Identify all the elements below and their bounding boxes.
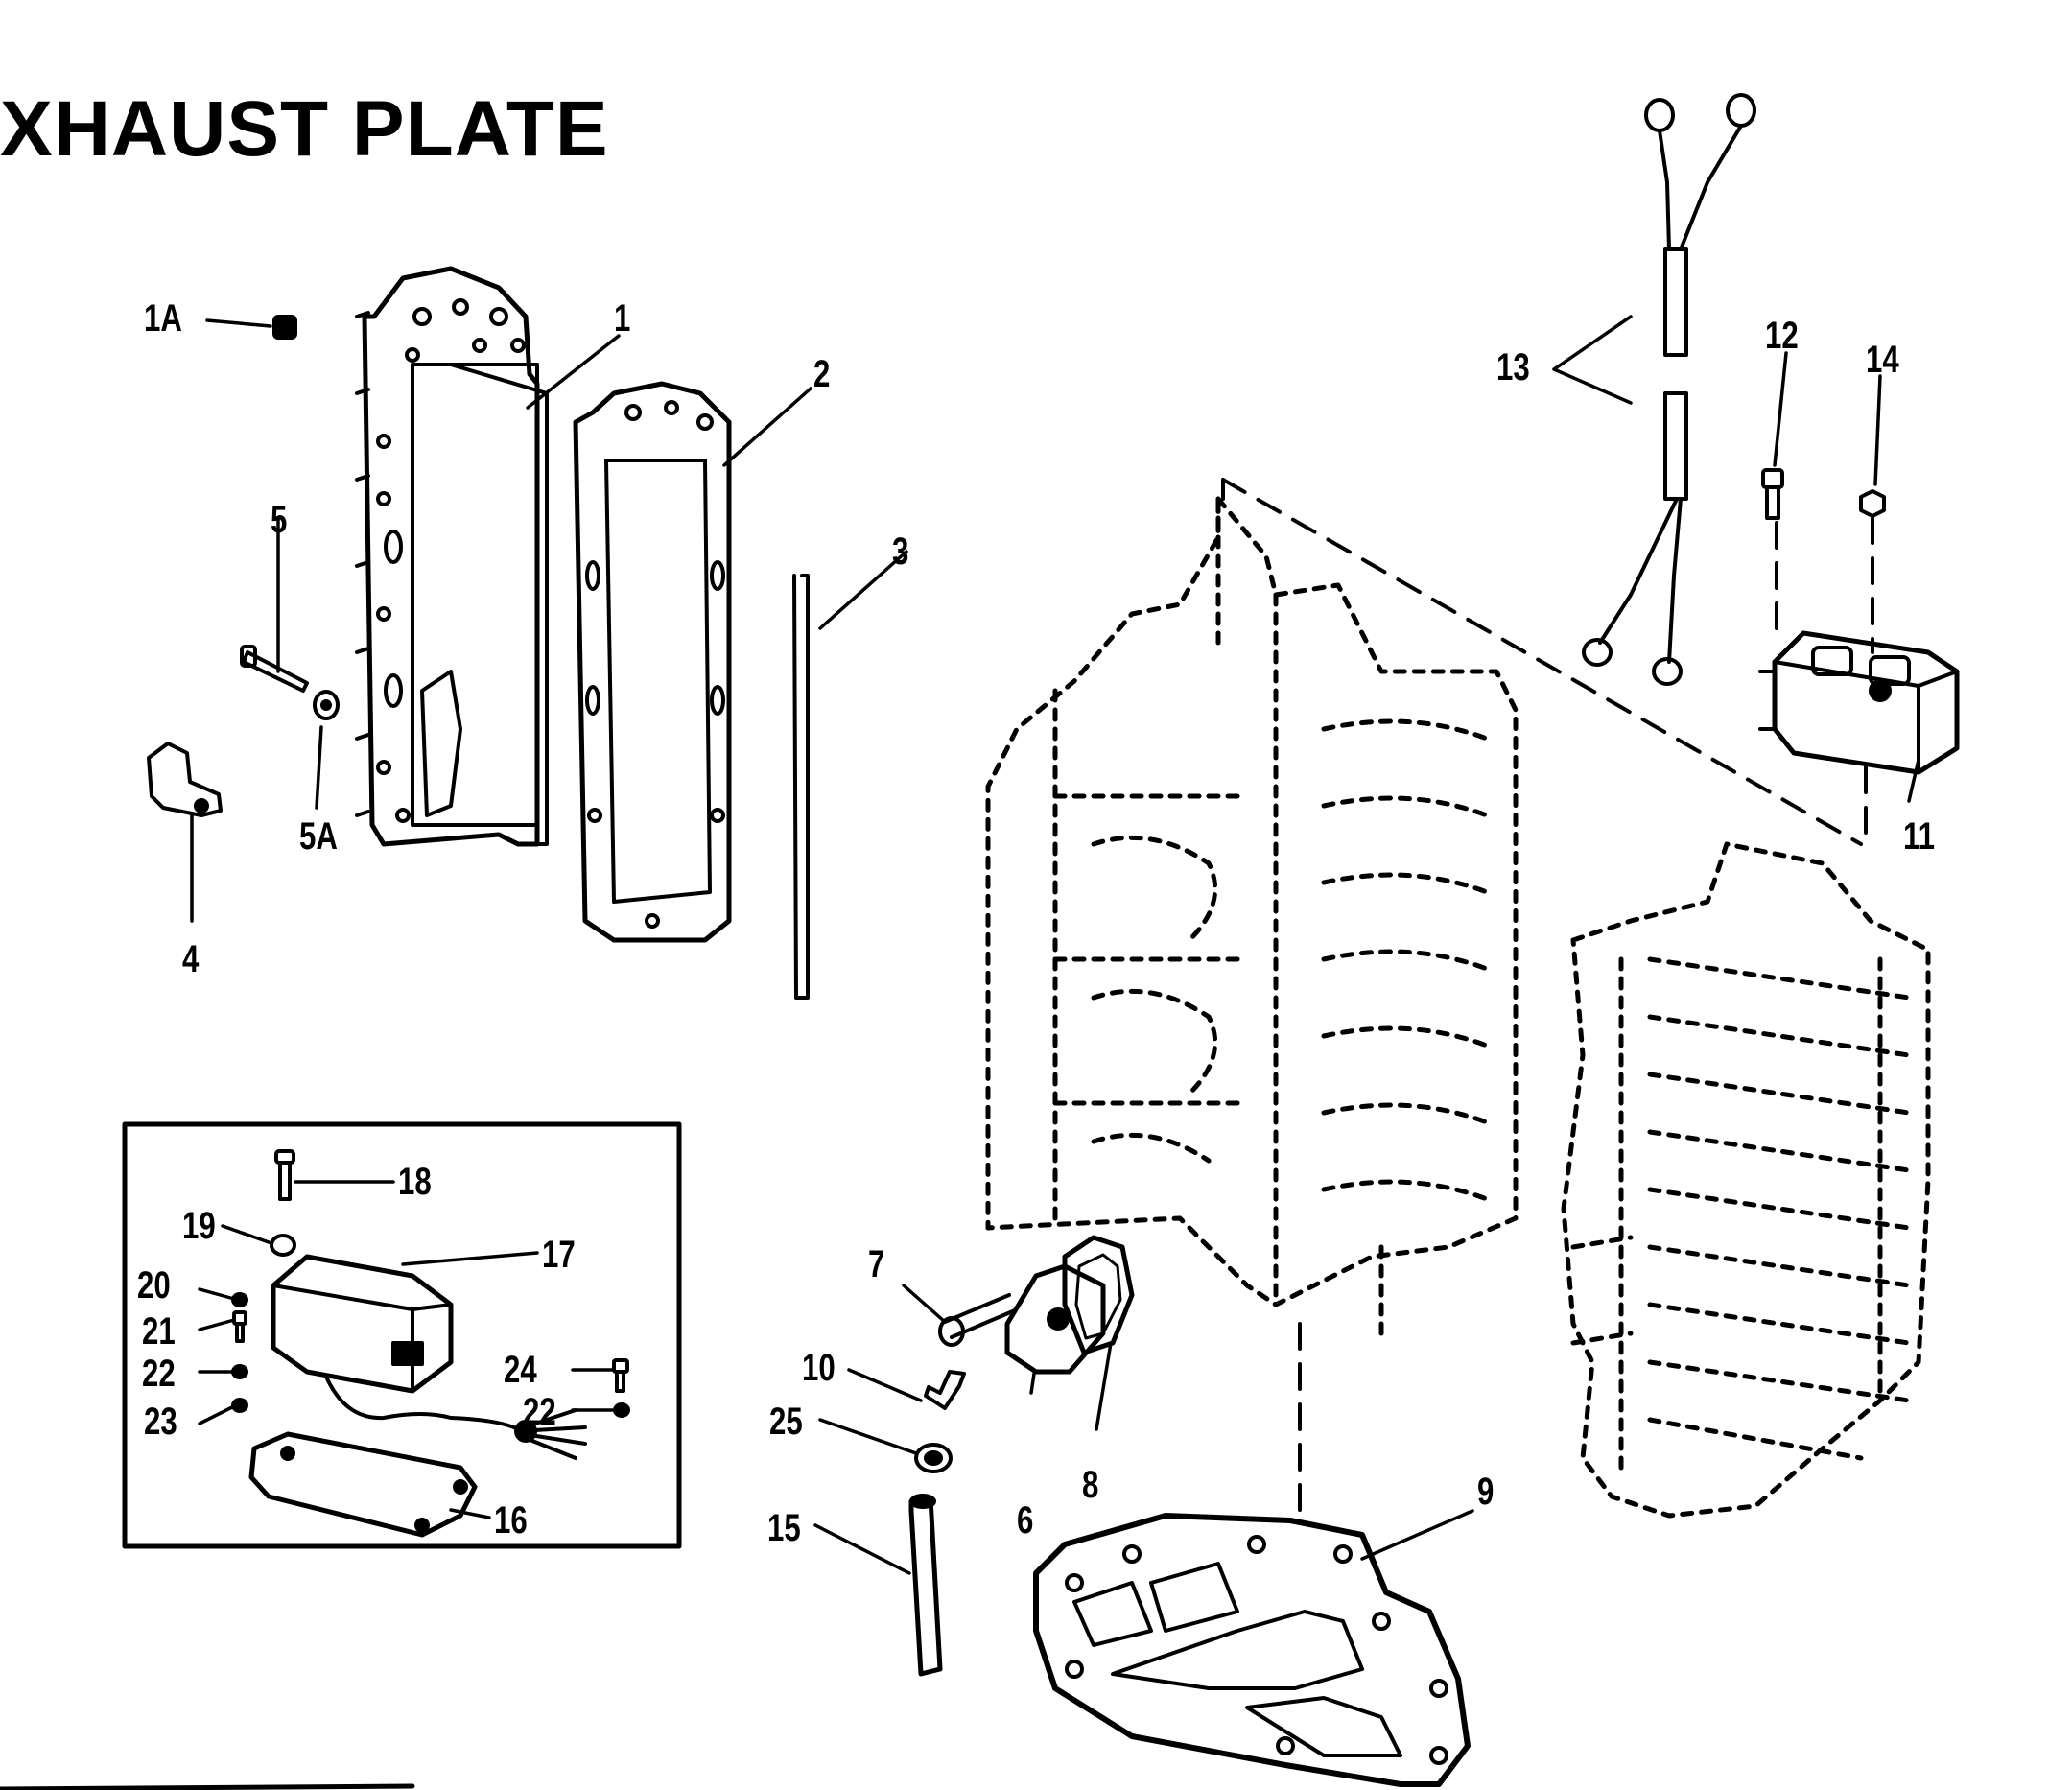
bottom-rule (0, 1783, 415, 1790)
callout-22b: 22 (523, 1391, 556, 1433)
part-25-clamp (914, 1443, 953, 1473)
cylinder-head-outline (1561, 841, 1931, 1519)
part-7-screw (938, 1293, 1017, 1347)
engine-block-outline (985, 496, 1519, 1346)
callout-22a: 22 (142, 1353, 176, 1395)
callout-5a: 5A (299, 815, 338, 858)
callout-13: 13 (1496, 346, 1530, 389)
callout-11: 11 (1903, 815, 1935, 858)
callout-24: 24 (504, 1349, 537, 1391)
callout-4: 4 (182, 938, 200, 980)
callout-18: 18 (398, 1161, 432, 1203)
part-11-module (1758, 630, 1960, 775)
part-13-wire-harness (1582, 93, 1756, 686)
part-4-clamp (147, 742, 223, 817)
part-21-bolt (232, 1310, 247, 1343)
part-19-washer (270, 1234, 296, 1257)
callout-15: 15 (767, 1507, 801, 1549)
part-14-nut (1859, 489, 1886, 518)
part-8-gasket-ring (1062, 1235, 1135, 1355)
callout-14: 14 (1866, 339, 1899, 381)
part-5-bolt-and-washer (240, 645, 340, 720)
callout-5: 5 (271, 499, 288, 541)
callout-8: 8 (1082, 1464, 1099, 1506)
callout-12: 12 (1765, 315, 1799, 357)
callout-3: 3 (892, 530, 909, 573)
callout-1a: 1A (144, 297, 182, 340)
page-title: XHAUST PLATE (0, 85, 609, 173)
part-2-gasket (573, 381, 732, 943)
callout-16: 16 (494, 1499, 528, 1542)
part-16-bracket (248, 1431, 478, 1538)
callout-6: 6 (1017, 1499, 1034, 1542)
callout-23: 23 (144, 1401, 177, 1443)
inset-box (122, 1121, 682, 1549)
callout-9: 9 (1477, 1471, 1495, 1513)
part-9-adaptor-plate (1033, 1513, 1471, 1787)
callout-17: 17 (542, 1234, 576, 1276)
part-12-bolt (1761, 468, 1784, 520)
callout-20: 20 (137, 1264, 171, 1307)
assembly-dashed-lines (1221, 478, 1874, 1527)
part-24-bolt (612, 1358, 629, 1393)
callout-2: 2 (813, 353, 831, 395)
callout-1: 1 (614, 297, 631, 340)
callout-7: 7 (868, 1243, 885, 1285)
leader-lines (190, 315, 1920, 1575)
callout-10: 10 (802, 1347, 836, 1389)
part-1a-plug (272, 315, 297, 340)
part-6-cover (1004, 1263, 1106, 1375)
callout-21: 21 (142, 1310, 176, 1353)
part-3-tube (792, 574, 810, 1000)
callout-25: 25 (769, 1401, 803, 1443)
part-17-module (271, 1254, 587, 1460)
part-10-elbow (924, 1370, 966, 1410)
part-15-hose (908, 1494, 943, 1677)
part-1-exhaust-cover (355, 266, 549, 847)
callout-19: 19 (182, 1205, 216, 1247)
part-22b-washer (613, 1402, 630, 1418)
part-18-bolt (274, 1149, 295, 1201)
